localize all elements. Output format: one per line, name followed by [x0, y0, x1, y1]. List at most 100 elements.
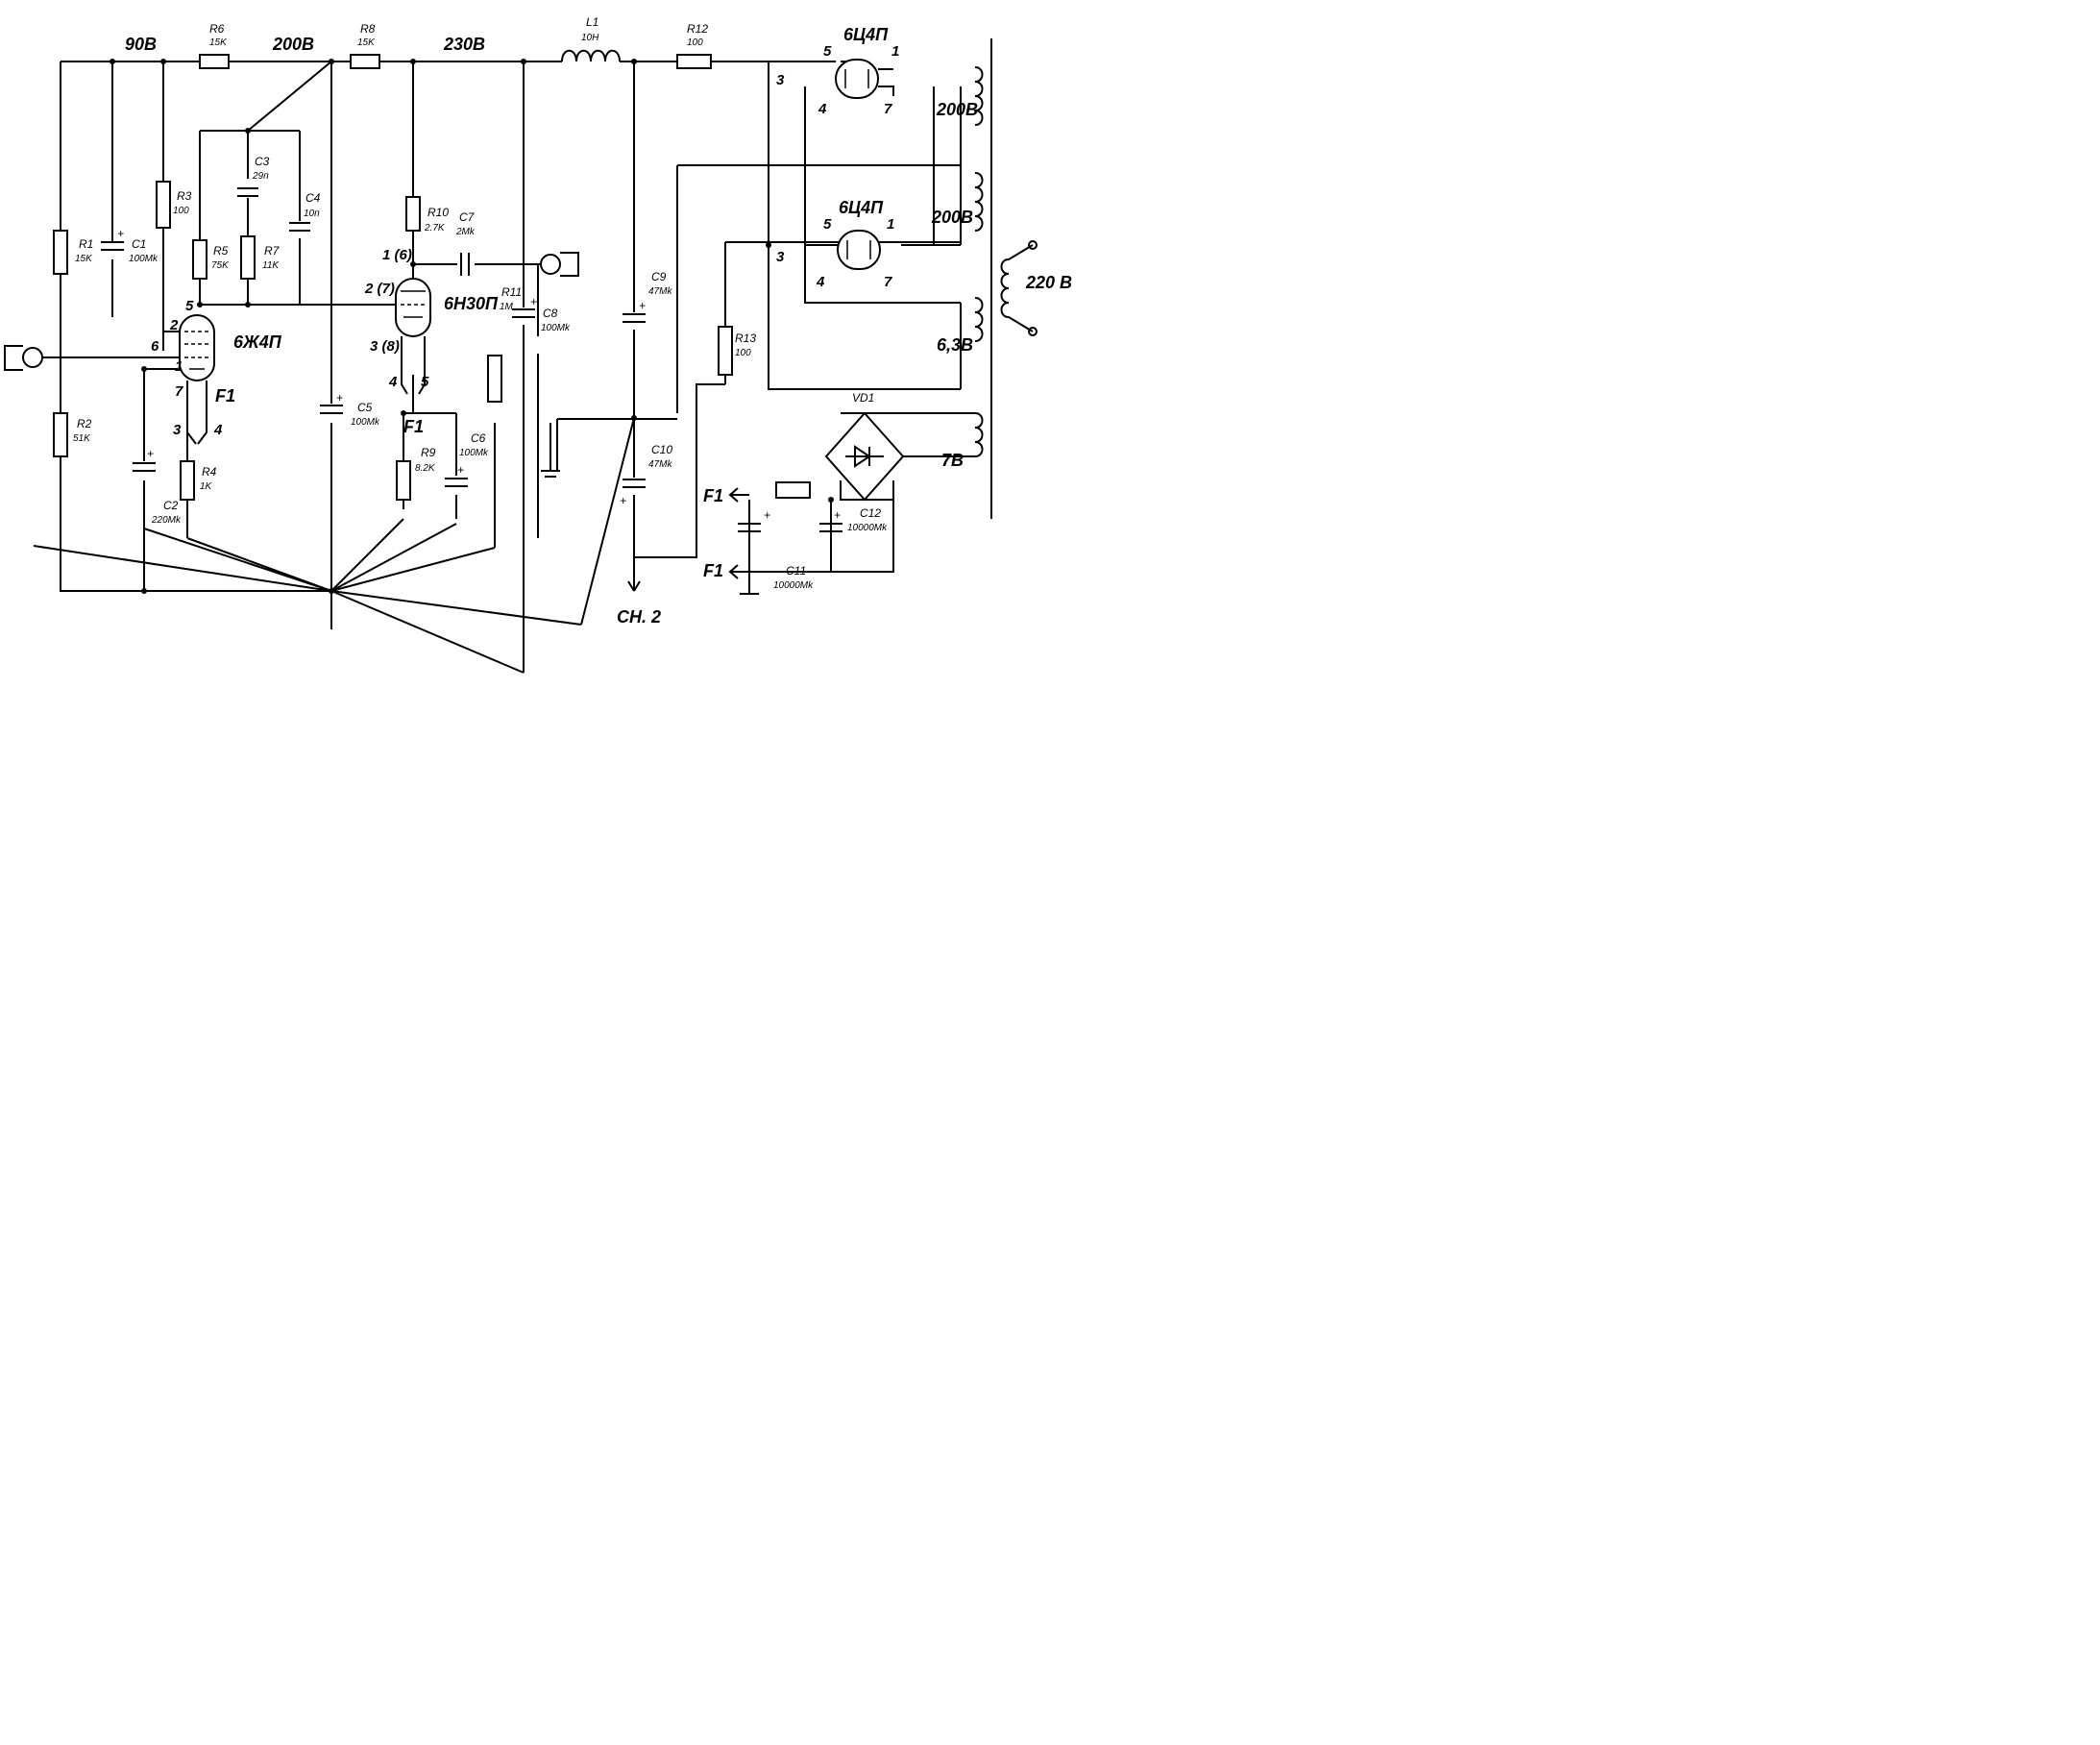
voltage-200v-rail: 200В	[272, 35, 314, 54]
output-jack	[540, 252, 579, 277]
val-c5: 100Mk	[351, 417, 380, 428]
tube-6c4p-2	[837, 230, 881, 270]
v1-pin-2: 2	[169, 317, 179, 333]
val-r12: 100	[687, 37, 703, 48]
val-c6: 100Mk	[459, 448, 489, 458]
plus-c9: +	[639, 299, 646, 312]
capacitor-c12	[819, 523, 842, 532]
plus-c12: +	[834, 508, 841, 522]
voltage-sec-6v3: 6,3В	[937, 335, 973, 355]
val-r5: 75K	[211, 260, 230, 271]
ref-r4: R4	[202, 465, 217, 479]
v1-pin-3: 3	[173, 422, 182, 438]
ch2-arrow	[627, 580, 641, 592]
d1-pin-5: 5	[823, 43, 832, 60]
d1-pin-4: 4	[818, 101, 827, 117]
ref-c9: C9	[651, 270, 667, 283]
d2-pin-7: 7	[884, 274, 892, 290]
components-graphics	[4, 38, 1038, 595]
plus-c11: +	[764, 508, 770, 522]
capacitor-c1	[101, 241, 124, 251]
plus-c6: +	[457, 463, 464, 477]
plus-c10: +	[620, 494, 626, 507]
v1-pin-1: 1	[175, 358, 183, 375]
ref-r7: R7	[264, 244, 281, 258]
resistor-r6	[199, 54, 230, 69]
val-l1: 10H	[581, 33, 599, 43]
val-r1: 15K	[75, 254, 93, 264]
ref-r8: R8	[360, 22, 376, 36]
capacitor-c9	[623, 313, 646, 323]
d2-pin-3: 3	[776, 249, 785, 265]
val-c12: 10000Mk	[847, 523, 888, 533]
val-r4: 1K	[200, 481, 213, 492]
plus-c1: +	[117, 227, 124, 240]
val-r9: 8.2K	[415, 463, 436, 474]
ref-c11: C11	[786, 564, 806, 578]
filament-label-f1-v1: F1	[215, 386, 235, 406]
capacitor-c8	[512, 308, 535, 318]
plus-c8: +	[530, 295, 537, 308]
voltage-sec-200v-1: 200В	[936, 100, 978, 119]
power-transformer	[974, 38, 1038, 519]
val-c10: 47Mk	[648, 459, 672, 470]
val-c4: 10п	[304, 209, 320, 219]
val-c2: 220Mk	[151, 515, 182, 526]
d2-pin-1: 1	[887, 216, 894, 233]
val-c3: 29п	[252, 171, 269, 182]
bridge-rectifier-vd1	[824, 411, 905, 502]
ref-l1: L1	[586, 15, 598, 29]
val-r10: 2.7K	[424, 223, 446, 233]
d2-pin-4: 4	[816, 274, 825, 290]
plus-c2: +	[147, 447, 154, 460]
ref-c12: C12	[860, 506, 881, 520]
ground-symbol-c11	[740, 586, 759, 595]
inductor-l1	[561, 49, 621, 62]
ref-c3: C3	[255, 155, 270, 168]
resistor-r10	[405, 196, 421, 232]
ref-r2: R2	[77, 417, 92, 430]
filament-label-f1-v2: F1	[403, 417, 424, 436]
v2-pin-1-6: 1 (6)	[382, 247, 412, 263]
ref-c10: C10	[651, 443, 672, 456]
v1-pin-5: 5	[185, 298, 194, 314]
tube-label-d2: 6Ц4П	[839, 198, 884, 217]
v1-pin-7: 7	[175, 383, 183, 400]
resistor-r9	[396, 460, 411, 501]
d1-pin-1: 1	[891, 43, 899, 60]
ref-c4: C4	[305, 191, 321, 205]
v2-pin-3-8: 3 (8)	[370, 338, 400, 355]
ref-c8: C8	[543, 307, 558, 320]
labels: 90В 200В 230В 200В 200В 6,3В 7В 220 В 6Ж…	[73, 15, 1072, 627]
input-jack	[4, 345, 43, 371]
ref-r12: R12	[687, 22, 708, 36]
v2-pin-2-7: 2 (7)	[364, 281, 395, 297]
ref-c5: C5	[357, 401, 373, 414]
ref-c6: C6	[471, 431, 486, 445]
resistor-r5	[192, 239, 208, 280]
v1-pin-6: 6	[151, 338, 159, 355]
junction-dots	[110, 59, 834, 594]
capacitor-c2	[133, 462, 156, 472]
resistor-r3	[156, 181, 171, 229]
val-r13: 100	[735, 348, 751, 358]
val-c11: 10000Mk	[773, 580, 814, 591]
capacitor-c10	[623, 479, 646, 488]
sheet-reference: СН. 2	[617, 607, 661, 627]
voltage-sec-200v-2: 200В	[931, 208, 973, 227]
capacitor-c4	[289, 222, 310, 232]
ref-r13: R13	[735, 332, 756, 345]
ground-symbol-left	[541, 423, 560, 478]
val-r7: 11K	[262, 260, 280, 271]
resistor-r7	[240, 235, 256, 280]
capacitor-c6	[445, 478, 468, 487]
plus-c5: +	[336, 391, 343, 405]
f1-arrow-top	[728, 487, 749, 503]
ref-r9: R9	[421, 446, 436, 459]
val-r2: 51K	[73, 433, 91, 444]
capacitor-c5	[320, 405, 343, 414]
v2-pin-5: 5	[421, 374, 429, 390]
resistor-r2	[53, 412, 68, 457]
tube-6c4p-1	[826, 59, 894, 99]
